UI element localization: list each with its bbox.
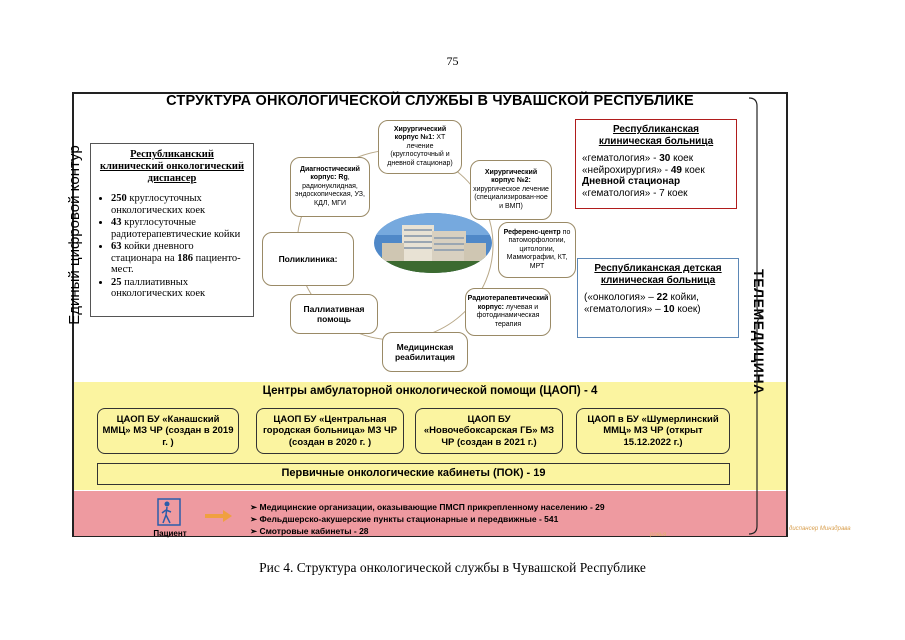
caop-center-kanash: ЦАОП БУ «Канашский ММЦ» МЗ ЧР (создан в … [97,408,239,454]
list-item: 250 круглосуточных онкологических коек [111,193,245,216]
rdkb-line-hematology: «гематология» – 10 коек) [584,303,701,315]
patient-icon [157,498,181,526]
rkb-line-neurosurgery: «нейрохирургия» - 49 коек [582,164,705,176]
dispensary-title: Республиканский клинический онкологическ… [99,149,245,184]
caop-title: Центры амбулаторной онкологической помощ… [262,385,598,397]
rkb-line-hematology: «гематология» - 30 коек [582,153,694,164]
node-polyclinic: Поликлиника: [262,232,354,286]
digital-circuit-label: Единый цифровой контур [66,145,83,325]
node-palliative-care: Паллиативная помощь [290,294,378,334]
rkb-title: Республиканская клиническая больница [598,124,714,147]
rdkb-line-oncology: («онкология» – 22 койки, [584,292,699,303]
figure-caption: Рис 4. Структура онкологической службы в… [259,560,646,575]
telemedicine-brace [748,97,763,535]
list-item: 63 койки дневного стационара на 186 паци… [111,241,245,276]
list-item: Медицинские организации, оказывающие ПМС… [250,501,604,513]
list-item: Фельдшерско-акушерские пункты стационарн… [250,513,605,525]
patient-label: Пациент [153,529,187,538]
node-reference-center: Референс-центр по патоморфологии, цитоло… [498,222,576,278]
node-diagnostic-building: Диагностический корпус: Rg, радионуклидн… [290,157,370,217]
arrow-right-icon [205,510,232,522]
caop-center-central-city: ЦАОП БУ «Центральная городская больница»… [256,408,404,454]
hospital-building-image [374,213,492,273]
republican-clinical-hospital-box: Республиканская клиническая больница «ге… [575,119,737,209]
page-number: 75 [446,54,459,68]
dispensary-box: Республиканский клинический онкологическ… [90,143,254,317]
list-item: 43 круглосуточные радиотерапевтические к… [111,217,245,240]
caop-center-novocheboksarsk: ЦАОП БУ «Новочебоксарская ГБ» МЗ ЧР (соз… [415,408,563,454]
rkb-day-hospital: Дневной стационар [582,176,681,187]
list-item: 25 паллиативных онкологических коек [111,277,245,300]
dispensary-list: 250 круглосуточных онкологических коек 4… [99,193,245,300]
watermark-text: диспансер Минздрава [789,526,851,532]
watermark-text-2: ровья [650,532,667,538]
node-radiotherapy-building: Радиотерапевтический корпус: лучевая и ф… [465,288,551,336]
list-item: Смотровые кабинеты - 28 [250,525,605,537]
node-surgery-building-2: Хирургический корпус №2: хирургическое л… [470,160,552,220]
node-surgery-building-1: Хирургический корпус №1: ХТ лечение (кру… [378,120,462,174]
building-illustration [374,213,492,273]
primary-oncology-offices: Первичные онкологические кабинеты (ПОК) … [97,463,730,485]
rkb-day-hematology: «гематология» - 7 коек [582,187,688,199]
node-medical-rehabilitation: Медицинская реабилитация [382,332,468,372]
diagram-title: СТРУКТУРА ОНКОЛОГИЧЕСКОЙ СЛУЖБЫ В ЧУВАШС… [166,93,694,109]
caop-center-shumerlya: ЦАОП в БУ «Шумерлинский ММЦ» МЗ ЧР (откр… [576,408,730,454]
republican-childrens-hospital-box: Республиканская детская клиническая боль… [577,258,739,338]
rdkb-title: Республиканская детская клиническая боль… [594,263,722,286]
primary-care-list: Медицинские организации, оказывающие ПМС… [250,501,605,537]
